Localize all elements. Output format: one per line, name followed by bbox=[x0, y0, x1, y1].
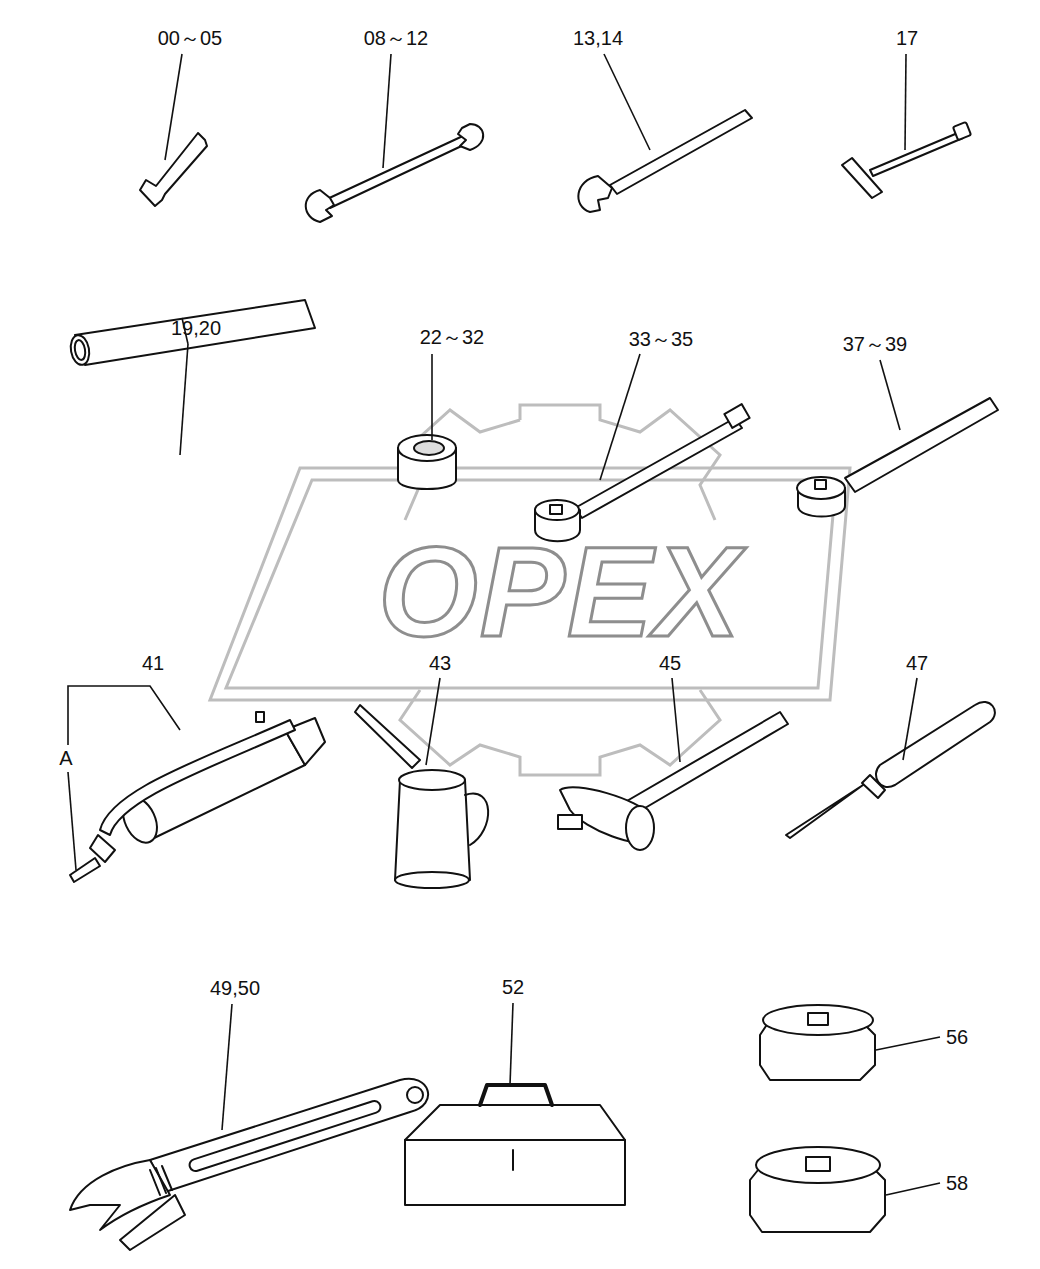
callout-number: 00～05 bbox=[158, 28, 223, 48]
watermark: OPEX bbox=[378, 528, 742, 656]
callout-number: 56 bbox=[946, 1027, 968, 1047]
callout-number: 22～32 bbox=[420, 327, 485, 347]
watermark-gear bbox=[210, 405, 850, 775]
callout-number: 13,14 bbox=[573, 28, 623, 48]
callout-number: 52 bbox=[502, 977, 524, 997]
callout-number: 45 bbox=[659, 653, 681, 673]
callout-number: 17 bbox=[896, 28, 918, 48]
callout-number: 41 bbox=[142, 653, 164, 673]
callout-number: 47 bbox=[906, 653, 928, 673]
callout-number: 49,50 bbox=[210, 978, 260, 998]
callout-number: 19,20 bbox=[171, 318, 221, 338]
callout-number: 08～12 bbox=[364, 28, 429, 48]
leader-lines bbox=[68, 54, 940, 1195]
callout-number: 33～35 bbox=[629, 329, 694, 349]
callout-number: 58 bbox=[946, 1173, 968, 1193]
callout-number: 43 bbox=[429, 653, 451, 673]
callout-number: 37～39 bbox=[843, 334, 908, 354]
callout-number: A bbox=[59, 748, 72, 768]
